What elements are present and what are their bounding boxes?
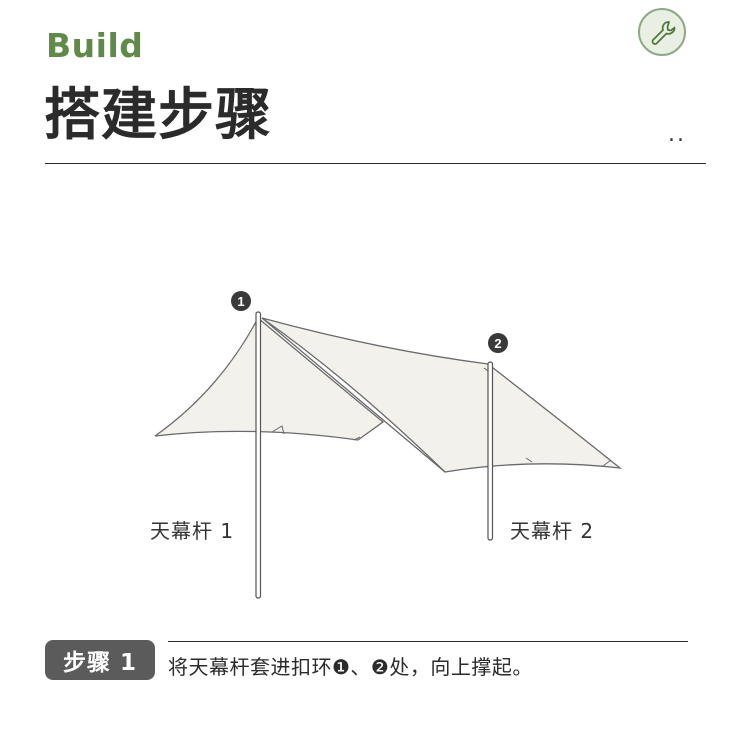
- marker-2-label: 2: [494, 336, 501, 351]
- wrench-icon: [638, 8, 686, 56]
- tarp-corner-tab: [525, 457, 533, 463]
- step-divider: [168, 641, 688, 642]
- tent-pole-1: [255, 311, 262, 599]
- marker-1: 1: [231, 291, 251, 311]
- tarp-corner-tab: [271, 425, 285, 435]
- marker-1-label: 1: [237, 294, 244, 309]
- tarp-ridge-line: [261, 317, 446, 473]
- marker-2: 2: [488, 333, 508, 353]
- step-instruction: 将天幕杆套进扣环❶、❷处，向上撑起。: [168, 655, 533, 679]
- tarp-corner-tab: [602, 459, 612, 467]
- decorative-dots: ..: [668, 122, 686, 147]
- tarp-main-panel: [261, 317, 623, 473]
- step-badge: 步骤 1: [45, 640, 155, 680]
- pole-label-1: 天幕杆 1: [150, 519, 235, 543]
- tarp-corner-tab: [353, 436, 361, 441]
- tent-pole-2: [487, 361, 494, 541]
- header-divider: [45, 163, 706, 164]
- pole-label-2: 天幕杆 2: [510, 519, 595, 543]
- section-eyebrow: Build: [46, 26, 144, 65]
- page-title: 搭建步骤: [44, 83, 272, 148]
